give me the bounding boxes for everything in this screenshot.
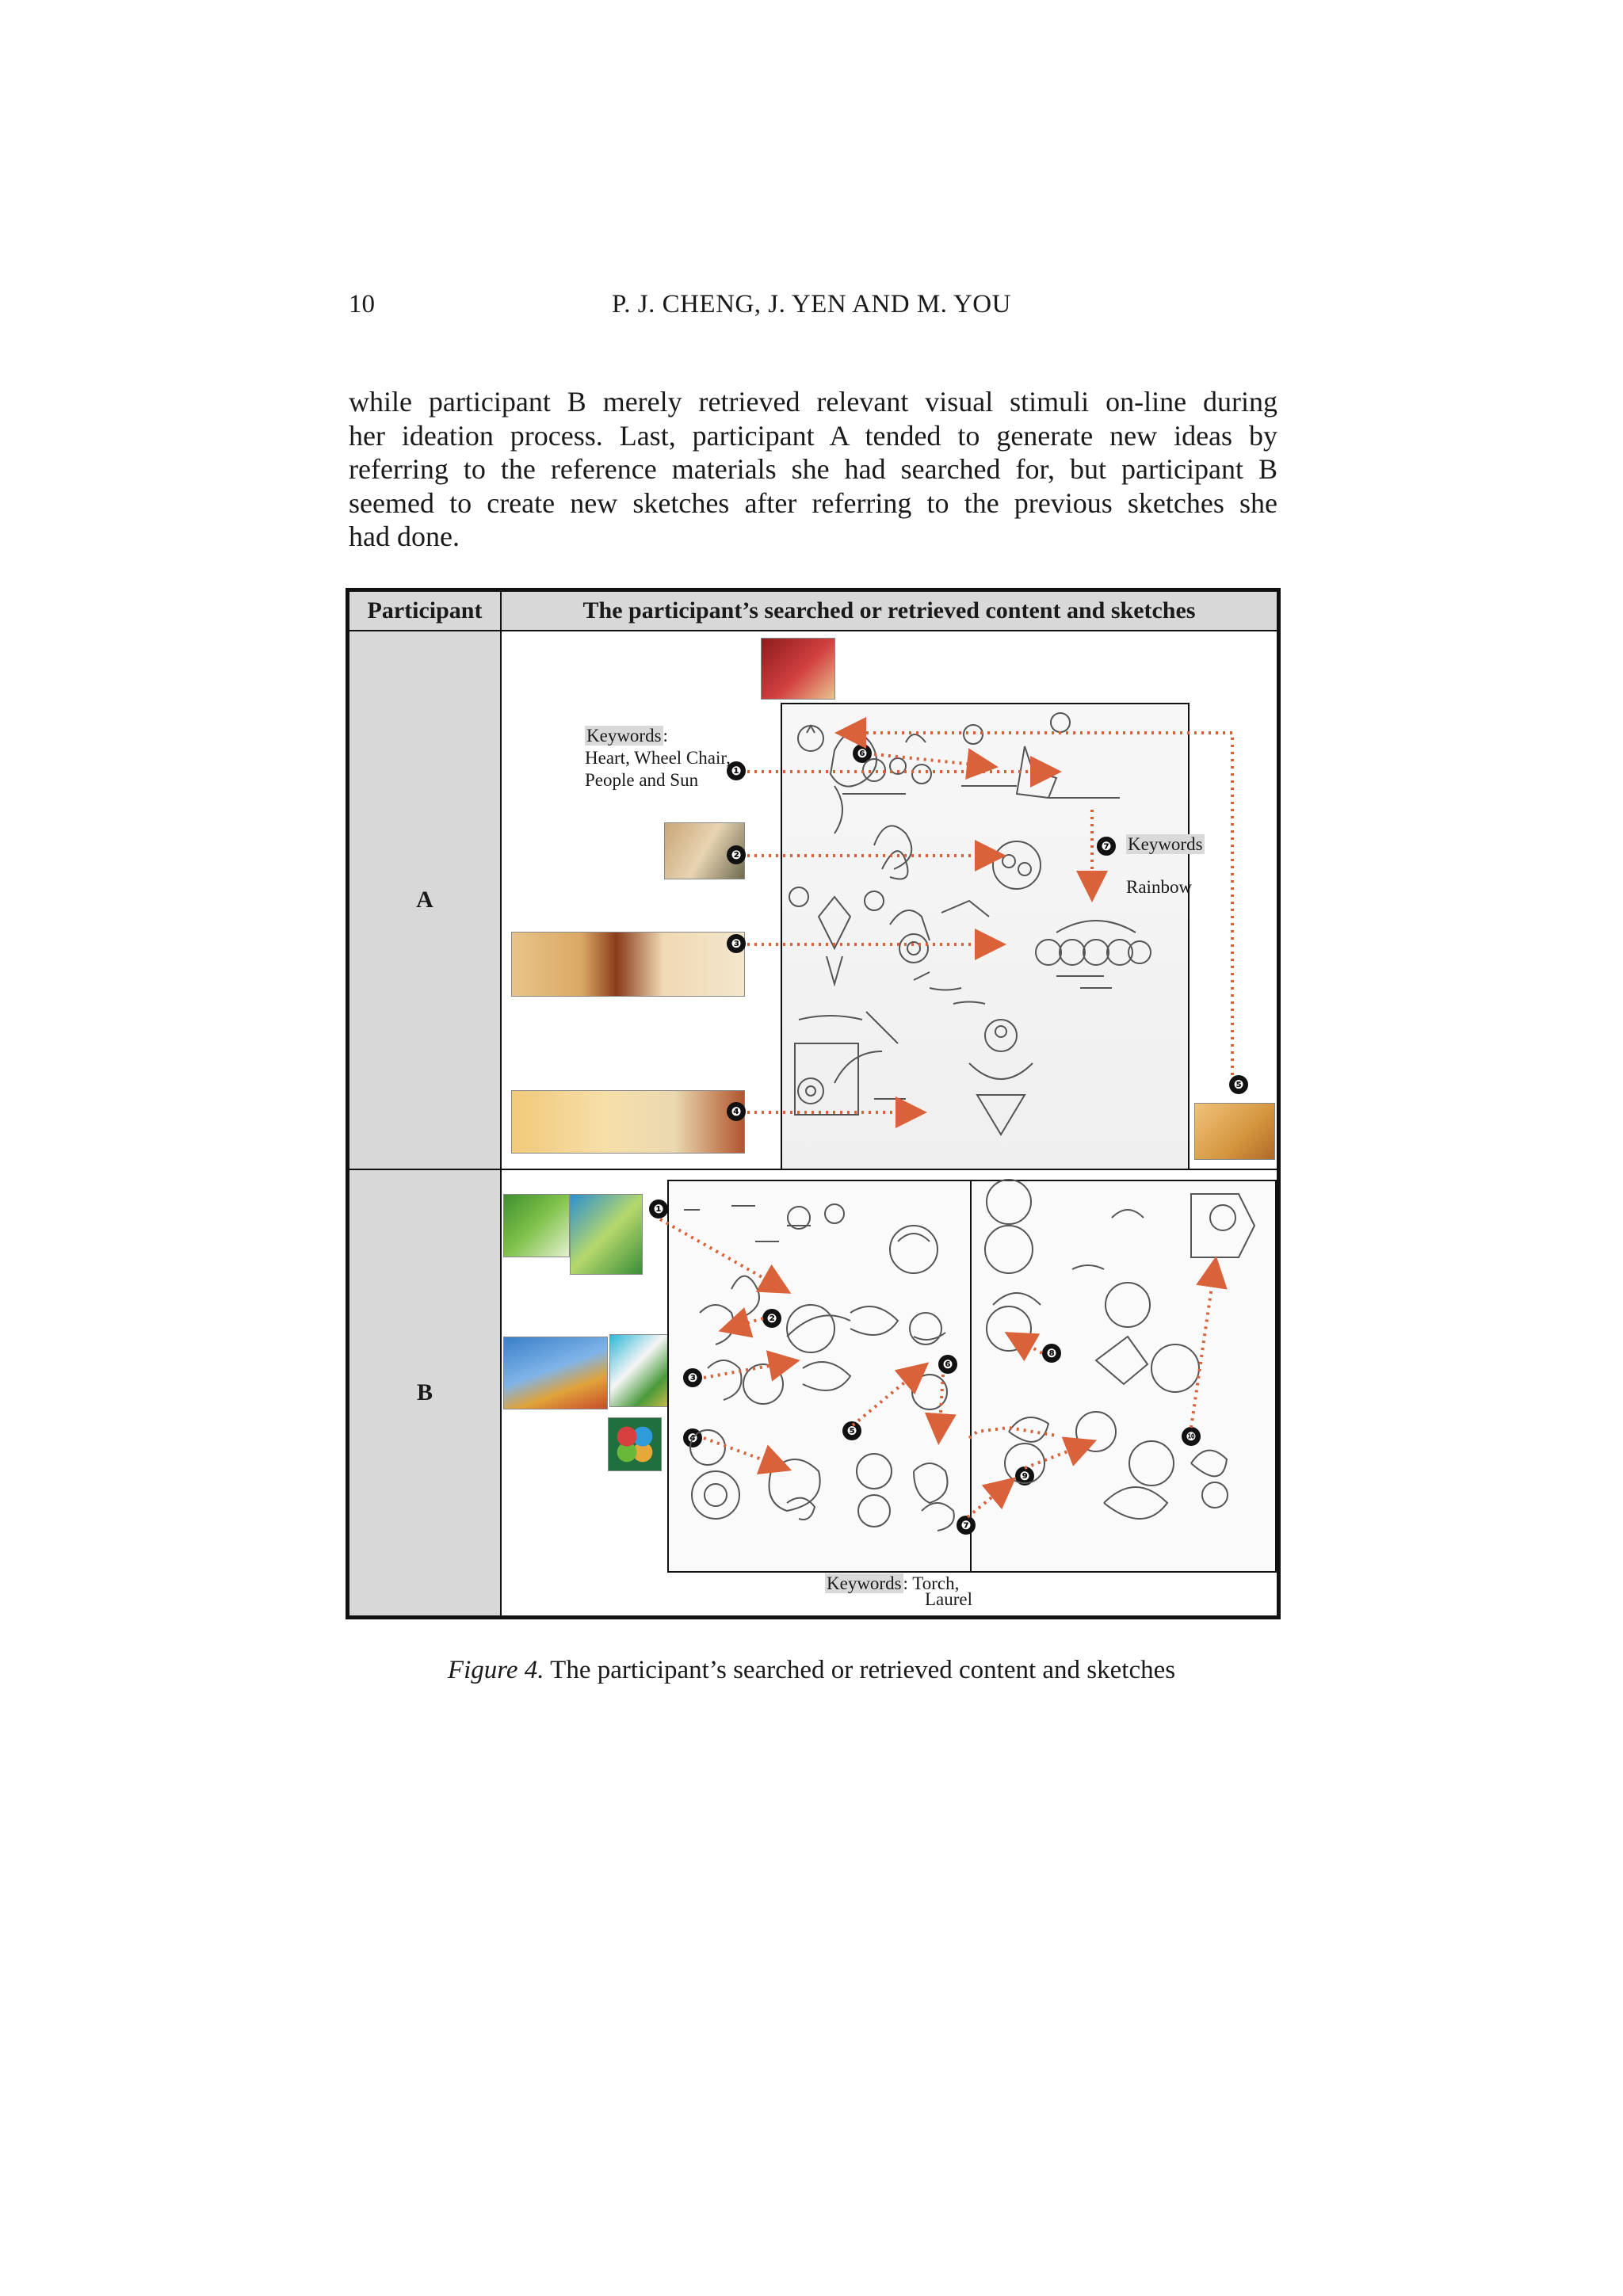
reference-photo — [503, 1337, 608, 1409]
table-header-participant: Participant — [349, 592, 500, 630]
step-badge-2: ❷ — [762, 1309, 781, 1328]
paragraph-line: while participant B merely retrieved rel… — [349, 386, 1277, 418]
body-paragraph: while participant B merely retrieved rel… — [349, 385, 1277, 554]
header-divider — [349, 630, 1277, 631]
keywords-value: : Torch, — [903, 1573, 960, 1593]
step-badge-7: ❼ — [957, 1516, 976, 1535]
step-badge-4: ❹ — [683, 1428, 702, 1447]
figure-caption: Figure 4. The participant’s searched or … — [0, 1656, 1623, 1685]
reference-photo-strip — [511, 932, 745, 997]
reference-photo — [1194, 1103, 1275, 1160]
caption-text: The participant’s searched or retrieved … — [550, 1656, 1176, 1684]
step-badge-3: ❸ — [683, 1368, 702, 1387]
sketch-page-b-left — [667, 1180, 973, 1573]
reference-photo-strip — [511, 1090, 745, 1154]
keywords-label: Keywords — [1126, 834, 1205, 854]
step-badge-6: ❻ — [853, 744, 872, 763]
row-a-content: Keywords: Heart, Wheel Chair, People and… — [502, 631, 1277, 1170]
step-badge-2: ❷ — [727, 845, 746, 864]
step-badge-4: ❹ — [727, 1102, 746, 1121]
table-header-content: The participant’s searched or retrieved … — [502, 592, 1277, 630]
step-badge-1: ❶ — [727, 761, 746, 780]
reference-photo — [761, 638, 835, 700]
step-badge-5: ❺ — [1229, 1075, 1248, 1094]
keywords-label: Keywords — [825, 1573, 903, 1593]
step-badge-8: ❽ — [1042, 1344, 1061, 1363]
sketch-page-a — [781, 703, 1190, 1170]
keywords-label: Keywords — [585, 726, 663, 746]
keywords-value-cut: Laurel — [925, 1589, 973, 1609]
keywords-block-b: Keywords: Torch, Laurel — [825, 1573, 983, 1609]
step-badge-3: ❸ — [727, 934, 746, 953]
reference-photo — [503, 1194, 570, 1257]
keywords-line: People and Sun — [585, 770, 699, 790]
step-badge-1: ❶ — [649, 1199, 668, 1219]
paragraph-line: her ideation process. Last, participant … — [349, 419, 1277, 452]
keywords-colon: : — [663, 726, 668, 746]
keywords-value: Rainbow — [1126, 877, 1193, 897]
keywords-block-a7: Keywords Rainbow — [1126, 833, 1221, 898]
row-label-b: B — [349, 1170, 500, 1615]
reference-photo — [608, 1417, 662, 1471]
reference-photo — [570, 1194, 643, 1275]
paragraph-line: referring to the reference materials she… — [349, 453, 1277, 485]
step-badge-9: ❾ — [1015, 1466, 1034, 1486]
page-number: 10 — [349, 290, 375, 318]
keywords-line: Heart, Wheel Chair, — [585, 748, 731, 768]
figure-table: Participant The participant’s searched o… — [346, 588, 1281, 1619]
step-badge-5: ❺ — [842, 1421, 861, 1440]
keywords-block-a: Keywords: Heart, Wheel Chair, People and… — [585, 725, 759, 791]
paragraph-line: had done. — [349, 521, 460, 552]
reference-photo — [609, 1334, 678, 1407]
step-badge-7: ❼ — [1097, 837, 1116, 856]
step-badge-10: ❿ — [1182, 1427, 1201, 1446]
caption-label: Figure 4. — [447, 1656, 544, 1684]
paragraph-line: seemed to create new sketches after refe… — [349, 486, 1277, 519]
step-badge-6: ❻ — [938, 1355, 957, 1374]
row-b-content: ❶ ❷ ❸ ❹ ❺ ❻ ❼ ❽ ❾ ❿ — [502, 1170, 1277, 1615]
row-label-a: A — [349, 631, 500, 1169]
sketch-page-b-right — [970, 1180, 1277, 1573]
column-divider — [500, 592, 502, 1615]
running-title: P. J. CHENG, J. YEN AND M. YOU — [612, 290, 1011, 318]
